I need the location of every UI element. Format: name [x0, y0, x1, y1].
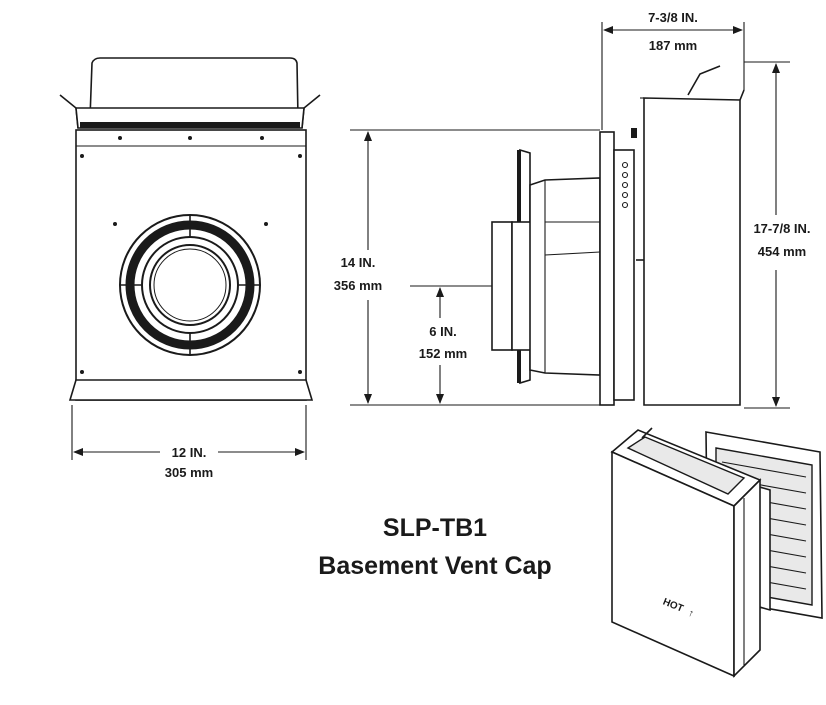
overall-height-imperial: 17-7/8 IN.: [753, 221, 810, 236]
overall-height-metric: 454 mm: [758, 244, 806, 259]
rivet-strip: [613, 128, 644, 401]
pipe-height-metric: 152 mm: [419, 346, 467, 361]
front-width-metric: 305 mm: [165, 465, 213, 480]
product-name: Basement Vent Cap: [318, 552, 551, 580]
pipe-opening: [119, 214, 261, 356]
side-view: [350, 22, 790, 409]
model-number: SLP-TB1: [383, 514, 487, 542]
isometric-view: [610, 427, 823, 678]
side-depth-imperial: 7-3/8 IN.: [648, 10, 698, 25]
hot-warning-symbol: ↑: [687, 608, 696, 620]
pipe-height-imperial: 6 IN.: [429, 324, 456, 339]
side-depth-metric: 187 mm: [649, 38, 697, 53]
plate-height-metric: 356 mm: [334, 278, 382, 293]
front-view: [59, 57, 321, 460]
front-width-imperial: 12 IN.: [172, 445, 207, 460]
plate-height-imperial: 14 IN.: [341, 255, 376, 270]
